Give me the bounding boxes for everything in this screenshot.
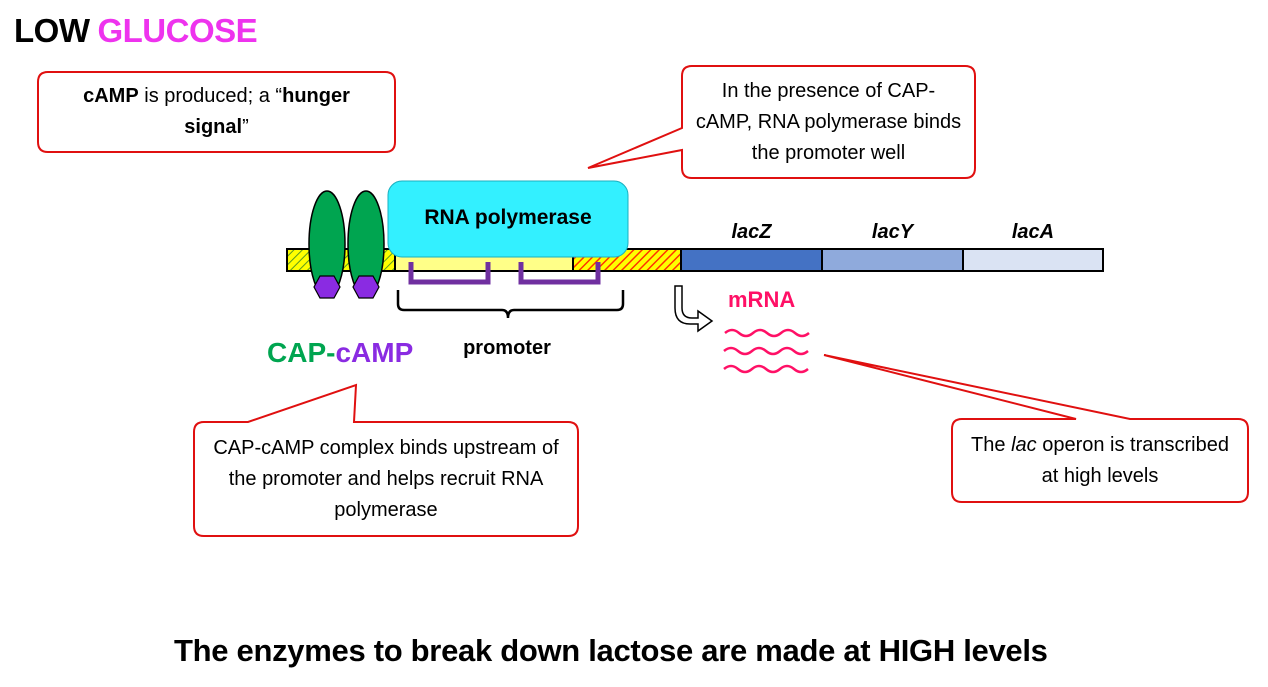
gene-lacz-bar [680, 248, 823, 272]
callout-cap-complex-text: CAP-cAMP complex binds upstream of the p… [213, 436, 559, 521]
promoter-label: promoter [463, 337, 551, 359]
transcription-start-arrow [674, 285, 714, 333]
gene-lacy-label: lacY [871, 221, 914, 243]
mrna-wave-3 [723, 364, 809, 374]
camp-molecule-right [352, 275, 380, 299]
title-low: LOW [14, 12, 90, 49]
bottom-statement: The enzymes to break down lactose are ma… [174, 633, 1048, 668]
callout-cap-box [193, 383, 579, 537]
cap-dash: - [326, 337, 336, 368]
rna-polymerase-shape [387, 180, 629, 258]
rna-polymerase-label: RNA polymerase [424, 206, 592, 229]
mrna-wave-1 [724, 328, 810, 338]
title-glucose: GLUCOSE [97, 12, 258, 49]
mrna-wave-2 [723, 346, 809, 356]
promoter-brace [396, 290, 625, 319]
callout-camp-text: cAMP is produced; a “hunger signal” [83, 85, 350, 138]
callout-operon-box [823, 354, 1249, 503]
callout-camp-box [37, 71, 396, 153]
camp-label: cAMP [335, 337, 414, 368]
mrna-label: mRNA [728, 287, 796, 312]
cap-label: CAP [267, 337, 327, 368]
gene-lacy-bar [821, 248, 964, 272]
gene-laca-label: lacA [1011, 221, 1055, 243]
camp-molecule-left [313, 275, 341, 299]
cap-camp-label: CAP-cAMP [267, 337, 413, 369]
callout-operon-text: The lac operon is transcribed at high le… [971, 433, 1229, 487]
promoter-box-minus10 [518, 262, 601, 285]
callout-polymerase-text: In the presence of CAP-cAMP, RNA polymer… [695, 79, 962, 164]
callout-polymerase-box [587, 65, 976, 179]
gene-laca-bar [962, 248, 1104, 272]
promoter-box-minus35 [408, 262, 491, 285]
gene-lacz-label: lacZ [731, 221, 772, 243]
